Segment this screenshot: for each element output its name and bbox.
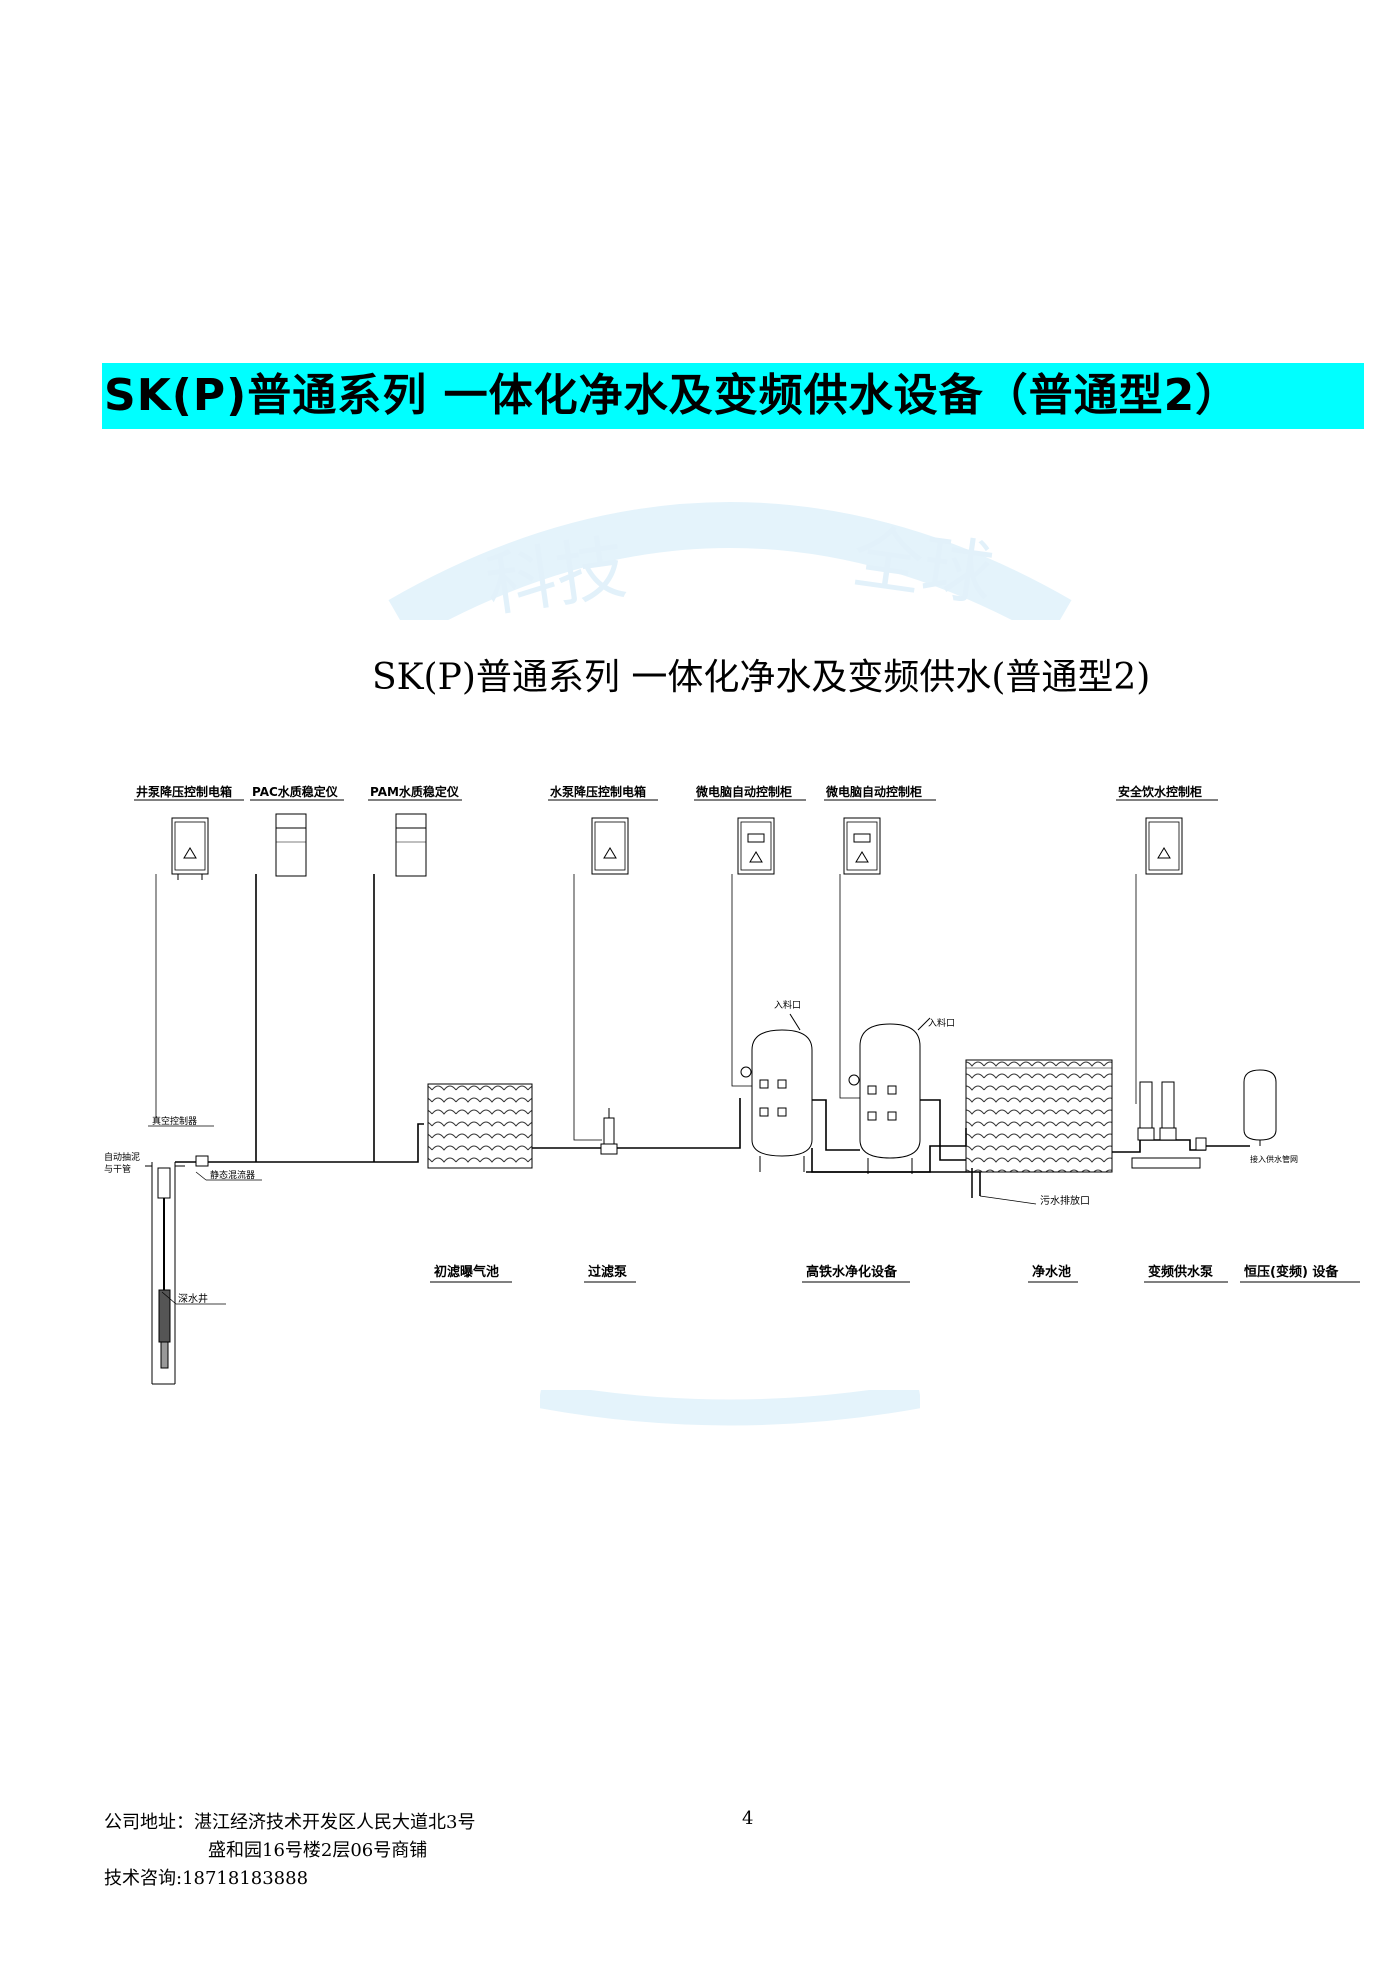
label-pump-cabinet: 水泵降压控制电箱	[550, 784, 646, 799]
watermark-text-2: 全球	[848, 516, 998, 617]
label-well-pump-cabinet: 井泵降压控制电箱	[136, 784, 232, 799]
label-inlet-2: 入料口	[928, 1017, 955, 1029]
label-constant-pressure: 恒压(变频) 设备	[1244, 1264, 1339, 1280]
label-pac-stabilizer: PAC水质稳定仪	[252, 784, 339, 799]
footer-consult: 技术咨询:18718183888	[104, 1868, 309, 1889]
footer-address-line2: 盛和园16号楼2层06号商铺	[208, 1840, 428, 1861]
label-static-mixer: 静态混流器	[210, 1169, 255, 1181]
pac-stabilizer	[275, 813, 307, 877]
aeration-tank	[427, 1083, 533, 1169]
label-sewage-outlet: 污水排放口	[1040, 1194, 1090, 1207]
watermark-text-1: 科技	[481, 526, 631, 620]
label-inlet-1: 入料口	[774, 999, 801, 1011]
label-left-valve: 自动抽泥	[104, 1151, 140, 1163]
label-purification: 高铁水净化设备	[806, 1264, 898, 1280]
clean-water-tank	[965, 1059, 1113, 1173]
label-vacuum-controller: 真空控制器	[152, 1115, 197, 1127]
label-left-valve-2: 与干管	[104, 1163, 131, 1175]
micro-cabinet-1	[737, 817, 775, 875]
footer-address: 公司地址：湛江经济技术开发区人民大道北3号	[104, 1812, 476, 1833]
pressure-tank	[1243, 1069, 1277, 1146]
filter-tank-1	[740, 1013, 813, 1172]
watermark: 科技 全球	[388, 502, 1072, 620]
label-safe-water-cabinet: 安全饮水控制柜	[1118, 784, 1202, 799]
pam-stabilizer	[395, 813, 427, 877]
well-pump-cabinet	[171, 817, 209, 880]
label-pam-stabilizer: PAM水质稳定仪	[370, 784, 460, 799]
label-clean-tank: 净水池	[1032, 1264, 1071, 1280]
deep-well	[145, 1162, 185, 1385]
page-title: SK(P)普通系列 一体化净水及变频供水设备（普通型2）	[104, 370, 1241, 421]
filter-tank-2	[848, 1017, 931, 1174]
page-number: 4	[742, 1808, 754, 1829]
label-outlet-pipe: 接入供水管网	[1250, 1154, 1298, 1164]
safe-water-cabinet	[1145, 817, 1183, 875]
vf-pump-set	[1112, 1081, 1250, 1169]
watermark-arc-bottom	[540, 1390, 920, 1426]
label-filter-pump: 过滤泵	[588, 1264, 627, 1280]
title-banner	[102, 363, 1364, 429]
label-micro-cabinet-1: 微电脑自动控制柜	[695, 784, 792, 799]
label-vf-pump: 变频供水泵	[1148, 1264, 1213, 1280]
label-aeration-tank: 初滤曝气池	[434, 1264, 499, 1280]
micro-cabinet-2	[843, 817, 881, 875]
diagram-title: SK(P)普通系列 一体化净水及变频供水(普通型2)	[372, 657, 1151, 698]
label-deep-well: 深水井	[178, 1292, 208, 1305]
label-micro-cabinet-2: 微电脑自动控制柜	[825, 784, 922, 799]
pump-cabinet	[591, 817, 629, 875]
filter-pump	[600, 1108, 618, 1155]
